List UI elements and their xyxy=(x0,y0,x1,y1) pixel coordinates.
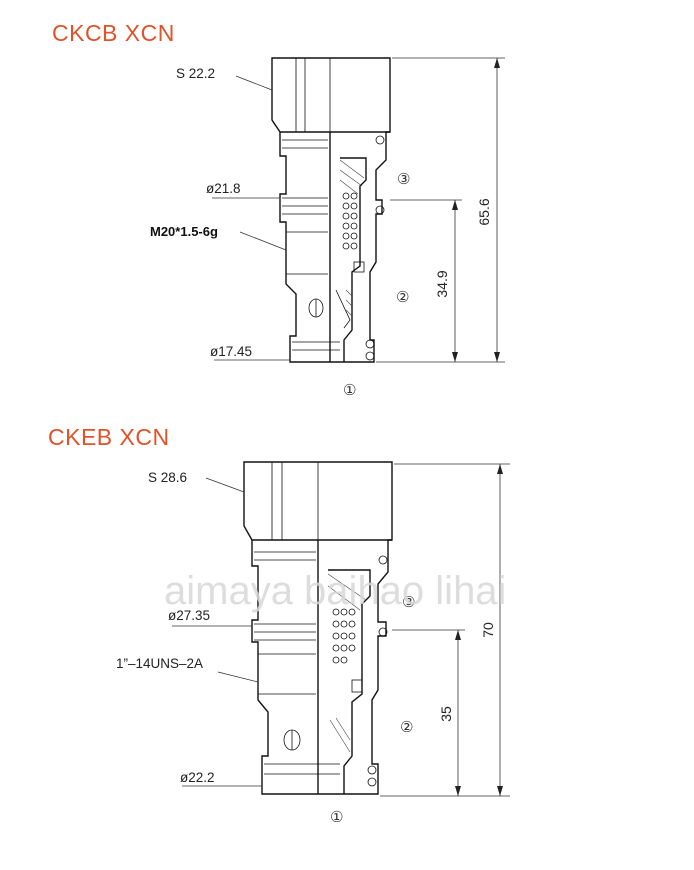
port-2-label-1: ② xyxy=(396,288,409,306)
diameter-label-2b: ø22.2 xyxy=(180,770,215,785)
partial-length-dim-1: 34.9 xyxy=(434,270,450,297)
port-3-label-2: ③ xyxy=(402,593,415,611)
diagram1-title: CKCB XCN xyxy=(52,20,175,46)
port-3-label-1: ③ xyxy=(397,170,410,188)
overall-length-dim-2: 70 xyxy=(480,622,496,638)
partial-length-dim-2: 35 xyxy=(438,706,454,722)
cartridge-drawing-1 xyxy=(271,57,391,363)
thread-label-2: 1”–14UNS–2A xyxy=(116,656,203,671)
dimension-lines-1 xyxy=(376,57,505,363)
spring-icon xyxy=(332,608,356,664)
spring-icon xyxy=(342,192,358,250)
hex-size-label-1: S 22.2 xyxy=(176,66,215,81)
port-1-label-2: ① xyxy=(330,808,343,826)
dimension-lines-2 xyxy=(380,463,510,797)
port-1-label-1: ① xyxy=(343,381,356,399)
diameter-label-1a: ø21.8 xyxy=(206,181,241,196)
diameter-label-2a: ø27.35 xyxy=(168,608,210,623)
watermark-text: aimaya baihao lihai xyxy=(164,569,506,613)
hex-size-label-2: S 28.6 xyxy=(148,470,187,485)
diameter-label-1b: ø17.45 xyxy=(210,344,252,359)
diagram2-title: CKEB XCN xyxy=(48,424,170,450)
thread-label-1: M20*1.5-6g xyxy=(150,224,218,239)
port-2-label-2: ② xyxy=(400,718,413,736)
overall-length-dim-1: 65.6 xyxy=(476,198,492,225)
cartridge-drawing-2 xyxy=(243,461,393,795)
